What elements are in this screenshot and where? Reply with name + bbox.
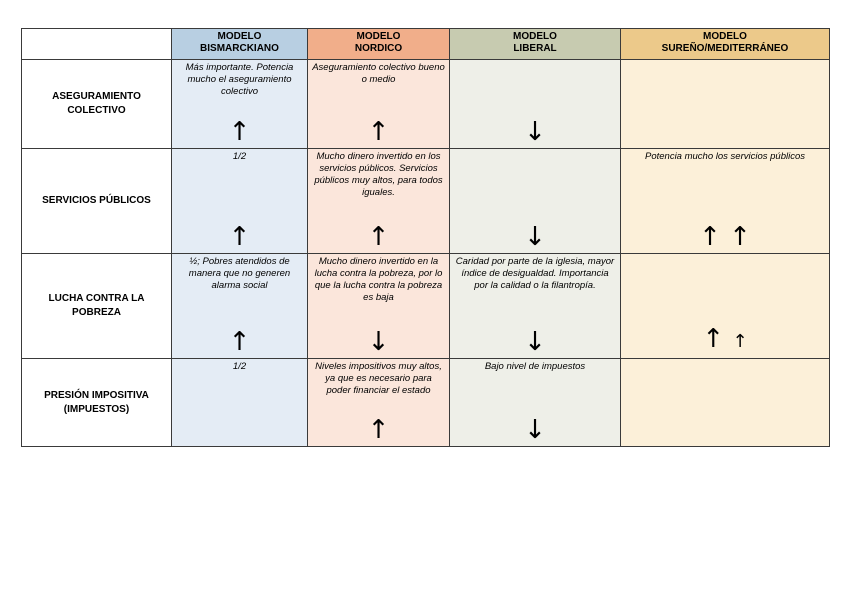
arrow-icon: ↑: [367, 415, 390, 445]
header-line2: SUREÑO/MEDITERRÁNEO: [661, 43, 789, 54]
row-label-line: ASEGURAMIENTO: [52, 91, 141, 102]
cell-text: Mucho dinero invertido en la lucha contr…: [314, 256, 443, 303]
cell-text: [450, 60, 620, 62]
header-row: MODELO BISMARCKIANO MODELO NORDICO MODEL…: [21, 28, 830, 60]
arrow-icon: ↑ ↑: [699, 222, 751, 252]
header-line2: NORDICO: [354, 43, 403, 54]
table-row: ASEGURAMIENTO COLECTIVO Más importante. …: [21, 59, 830, 149]
header-line1: MODELO: [356, 31, 401, 42]
cell-text: [621, 60, 829, 62]
table-row: PRESIÓN IMPOSITIVA (IMPUESTOS) 1/2 Nivel…: [21, 358, 830, 447]
header-nordico: MODELO NORDICO: [307, 28, 450, 60]
cell-text: [450, 149, 620, 151]
cell-text: Niveles impositivos muy altos, ya que es…: [315, 361, 442, 396]
row-label-servicios: SERVICIOS PÚBLICOS: [21, 148, 172, 254]
arrow-icon: ↑ ↑: [621, 325, 829, 356]
header-liberal: MODELO LIBERAL: [449, 28, 621, 60]
cell-text: Aseguramiento colectivo bueno o medio: [312, 62, 445, 85]
table-cell: 1/2 ↑: [171, 148, 308, 254]
table-cell: Mucho dinero invertido en los servicios …: [307, 148, 450, 254]
cell-text: [621, 359, 829, 361]
table-cell: Bajo nivel de impuestos ↓: [449, 358, 621, 447]
table-cell: 1/2: [171, 358, 308, 447]
table-cell: ↑ ↑: [620, 253, 830, 359]
arrow-up-icon: ↑: [702, 324, 725, 354]
cell-text: [621, 254, 829, 256]
table-cell: Mucho dinero invertido en la lucha contr…: [307, 253, 450, 359]
row-label-line: LUCHA CONTRA LA: [48, 293, 145, 304]
arrow-icon: ↓: [524, 222, 546, 252]
table-cell: Potencia mucho los servicios públicos ↑ …: [620, 148, 830, 254]
table-cell: Niveles impositivos muy altos, ya que es…: [307, 358, 450, 447]
row-label-line: PRESIÓN IMPOSITIVA: [44, 389, 149, 401]
cell-text: 1/2: [232, 151, 247, 162]
table-row: LUCHA CONTRA LA POBREZA ½; Pobres atendi…: [21, 253, 830, 359]
arrow-icon: ↑: [367, 222, 390, 252]
row-label-pobreza: LUCHA CONTRA LA POBREZA: [21, 253, 172, 359]
table-cell: Caridad por parte de la iglesia, mayor í…: [449, 253, 621, 359]
table-cell: ½; Pobres atendidos de manera que no gen…: [171, 253, 308, 359]
header-corner: [21, 28, 172, 60]
header-mediterraneo: MODELO SUREÑO/MEDITERRÁNEO: [620, 28, 830, 60]
table-cell: Aseguramiento colectivo bueno o medio ↑: [307, 59, 450, 149]
cell-text: Más importante. Potencia mucho el asegur…: [185, 62, 294, 97]
row-label-line: POBREZA: [72, 307, 121, 318]
cell-text: 1/2: [232, 361, 247, 372]
row-label-line: (IMPUESTOS): [63, 403, 130, 415]
header-line1: MODELO: [513, 31, 557, 42]
small-arrow-up-icon: ↑: [732, 331, 748, 352]
header-line2: BISMARCKIANO: [200, 43, 279, 54]
arrow-icon: ↑: [228, 327, 251, 357]
cell-text: Mucho dinero invertido en los servicios …: [314, 151, 443, 198]
table-row: SERVICIOS PÚBLICOS 1/2 ↑ Mucho dinero in…: [21, 148, 830, 254]
cell-text: Caridad por parte de la iglesia, mayor í…: [455, 256, 615, 291]
row-label-line: COLECTIVO: [67, 105, 126, 116]
arrow-icon: ↑: [367, 117, 390, 147]
arrow-icon: ↓: [524, 415, 546, 445]
table-cell: Más importante. Potencia mucho el asegur…: [171, 59, 308, 149]
header-line2: LIBERAL: [513, 43, 557, 54]
table-cell: ↓: [449, 59, 621, 149]
header-line1: MODELO: [703, 31, 747, 42]
cell-text: Bajo nivel de impuestos: [484, 361, 586, 372]
cell-text: ½; Pobres atendidos de manera que no gen…: [188, 256, 291, 291]
header-line1: MODELO: [217, 31, 262, 42]
arrow-icon: ↓: [524, 327, 546, 357]
table-cell: [620, 59, 830, 149]
cell-text: Potencia mucho los servicios públicos: [645, 151, 805, 162]
table-cell: ↓: [449, 148, 621, 254]
arrow-icon: ↑: [228, 117, 251, 147]
arrow-icon: ↓: [367, 327, 390, 357]
row-label-presion: PRESIÓN IMPOSITIVA (IMPUESTOS): [21, 358, 172, 447]
welfare-models-table: MODELO BISMARCKIANO MODELO NORDICO MODEL…: [21, 28, 830, 447]
header-bismarckiano: MODELO BISMARCKIANO: [171, 28, 308, 60]
arrow-icon: ↑: [228, 222, 251, 252]
row-label-aseguramiento: ASEGURAMIENTO COLECTIVO: [21, 59, 172, 149]
table-cell: [620, 358, 830, 447]
row-label-line: SERVICIOS PÚBLICOS: [42, 195, 151, 206]
arrow-icon: ↓: [524, 117, 546, 147]
